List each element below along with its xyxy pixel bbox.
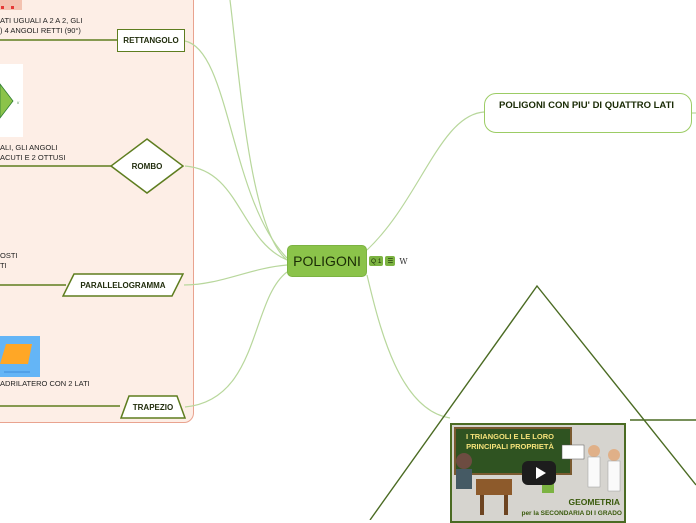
- parallelogramma-description: OSTI TI: [0, 251, 18, 270]
- poligoni-piu-lati-node[interactable]: POLIGONI CON PIU' DI QUATTRO LATI: [484, 93, 692, 133]
- rettangolo-node[interactable]: RETTANGOLO: [117, 29, 185, 52]
- triangle-outline: [369, 284, 696, 520]
- root-icons: Q 1 ☰ W: [369, 256, 410, 266]
- branch-to-rombo: [184, 165, 288, 261]
- rettangolo-description: ATI UGUALI A 2 A 2, GLI ) 4 ANGOLI RETTI…: [0, 16, 83, 35]
- rectangle-thumbnail: [0, 0, 22, 10]
- video-thumbnail[interactable]: I TRIANGOLI E LE LORO PRINCIPALI PROPRIE…: [450, 423, 626, 523]
- wikipedia-icon[interactable]: W: [399, 256, 408, 266]
- branch-to-rettangolo: [184, 40, 288, 259]
- trapezio-description: ADRILATERO CON 2 LATI: [0, 379, 90, 388]
- root-node-poligoni[interactable]: POLIGONI: [287, 245, 367, 277]
- video-illustration: [456, 444, 621, 515]
- comment-count-icon[interactable]: Q 1: [369, 256, 384, 266]
- play-button[interactable]: [522, 461, 556, 485]
- notes-icon[interactable]: ☰: [385, 256, 396, 266]
- rettangolo-label: RETTANGOLO: [123, 36, 179, 45]
- parallelogramma-node[interactable]: PARALLELOGRAMMA: [62, 273, 184, 297]
- parallelogramma-label: PARALLELOGRAMMA: [80, 280, 166, 290]
- branch-to-trapezio: [184, 271, 288, 408]
- root-label: POLIGONI: [293, 253, 361, 269]
- branch-to-poligoni-piu: [366, 111, 485, 251]
- video-title: I TRIANGOLI E LE LORO PRINCIPALI PROPRIE…: [466, 432, 554, 451]
- branch-to-parallelogramma: [183, 264, 288, 286]
- trapezoid-thumbnail: [0, 336, 40, 377]
- branch-to-video: [366, 274, 451, 419]
- video-level: per la SECONDARIA DI I GRADO: [521, 510, 622, 517]
- rombo-node[interactable]: ROMBO: [110, 138, 184, 194]
- rombo-description: ALI, GLI ANGOLI ACUTI E 2 OTTUSI: [0, 143, 66, 162]
- play-icon: [535, 467, 546, 479]
- trapezio-label: TRAPEZIO: [132, 402, 174, 412]
- rhombus-thumbnail: //: [0, 64, 23, 137]
- poligoni-piu-lati-label: POLIGONI CON PIU' DI QUATTRO LATI: [499, 100, 675, 111]
- trapezio-node[interactable]: TRAPEZIO: [120, 395, 186, 419]
- trapezio-shape: [120, 395, 186, 419]
- branch-to-top: [229, 0, 288, 261]
- parallelogramma-shape: [62, 273, 184, 297]
- video-subject: GEOMETRIA: [568, 497, 620, 507]
- rombo-shape: [110, 138, 184, 194]
- svg-text://: //: [17, 100, 20, 105]
- rombo-label: ROMBO: [131, 161, 163, 171]
